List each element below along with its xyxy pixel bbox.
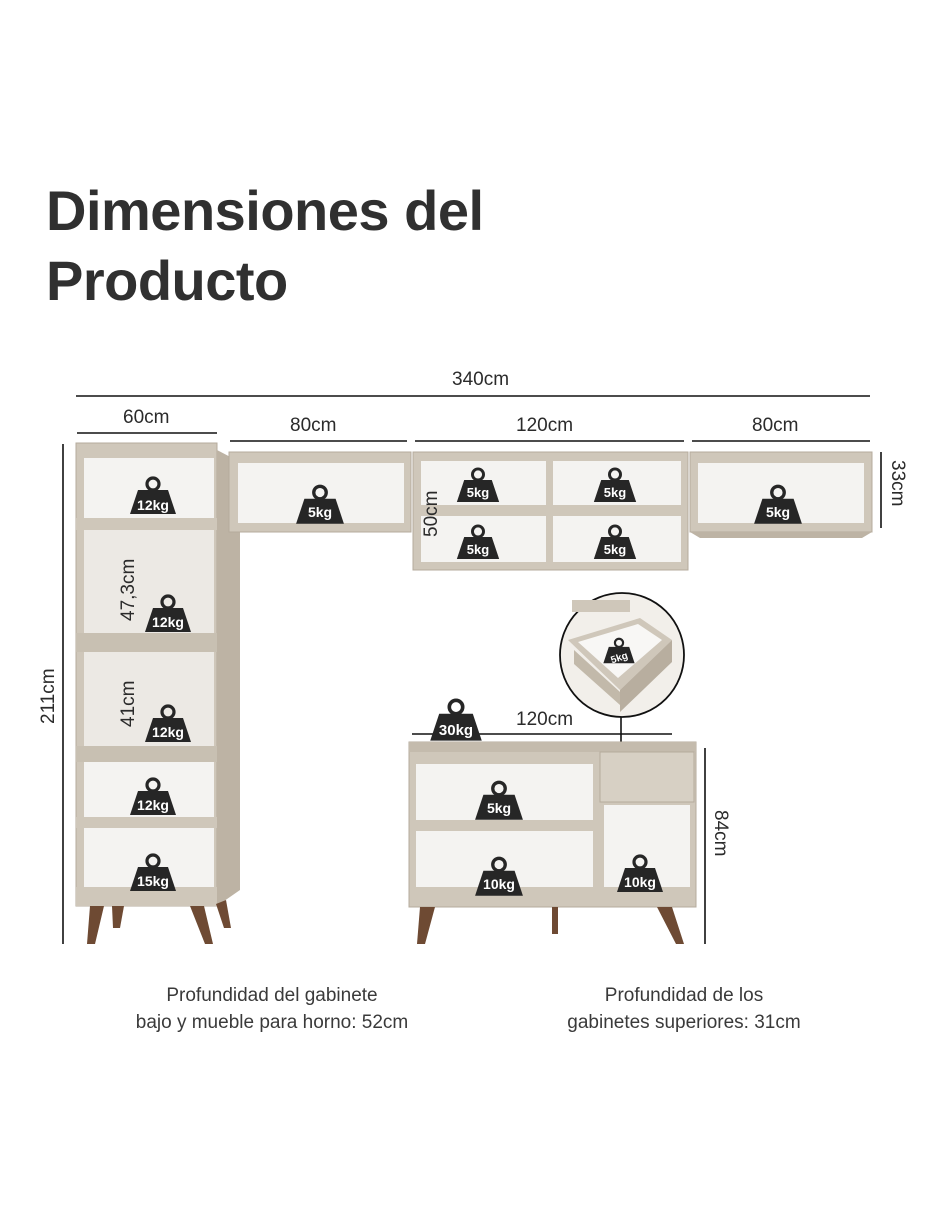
title-line-2: Producto xyxy=(46,249,288,312)
tower-niche-1-label: 47,3cm xyxy=(118,558,139,621)
weight-label: 12kg xyxy=(137,797,169,813)
upper-cab-2-width-label: 120cm xyxy=(516,415,574,436)
upper-depth-line-1: Profundidad de los xyxy=(604,985,764,1006)
weight-label: 15kg xyxy=(137,873,169,889)
upper-cab-3-width-label: 80cm xyxy=(752,415,799,436)
weight-label: 5kg xyxy=(604,542,626,557)
upper-depth-note: Profundidad de los gabinetes superiores:… xyxy=(530,982,838,1036)
tower-width-label: 60cm xyxy=(123,407,170,428)
base-depth-line-2: bajo y mueble para horno: 52cm xyxy=(135,1012,409,1033)
total-height-label: 211cm xyxy=(38,668,59,724)
base-cabinet xyxy=(408,741,697,944)
upper-cab-1-width-label: 80cm xyxy=(290,415,337,436)
weight-label: 10kg xyxy=(624,874,656,890)
upper-height-label: 33cm xyxy=(887,460,908,507)
weight-label: 12kg xyxy=(152,724,184,740)
weight-label: 5kg xyxy=(604,485,626,500)
upper-cabinet-80-right xyxy=(689,451,873,538)
weight-label: 5kg xyxy=(467,485,489,500)
weight-label: 10kg xyxy=(483,876,515,892)
base-cab-height-label: 84cm xyxy=(710,810,731,857)
page-title: Dimensiones del Producto xyxy=(46,176,484,316)
weight-label: 30kg xyxy=(439,722,473,739)
base-depth-line-1: Profundidad del gabinete xyxy=(166,985,378,1006)
upper-depth-line-2: gabinetes superiores: 31cm xyxy=(567,1012,801,1033)
weight-label: 12kg xyxy=(137,497,169,513)
title-line-1: Dimensiones del xyxy=(46,179,484,242)
base-depth-note: Profundidad del gabinete bajo y mueble p… xyxy=(100,982,444,1036)
weight-label: 5kg xyxy=(308,504,332,520)
weight-label: 5kg xyxy=(467,542,489,557)
upper-cabinet-120 xyxy=(412,451,689,571)
weight-labels: 12kg 12kg 12kg 12kg 15kg 5kg 5kg 5kg 5kg… xyxy=(137,485,790,892)
tower-niche-2-label: 41cm xyxy=(118,680,139,727)
upper-cab-2-height-label: 50cm xyxy=(421,490,442,537)
weight-label: 5kg xyxy=(766,504,790,520)
base-cab-width-label: 120cm xyxy=(516,709,574,730)
total-width-label: 340cm xyxy=(452,369,510,390)
weight-label: 5kg xyxy=(610,651,630,667)
weight-label: 5kg xyxy=(487,800,511,816)
weight-label: 12kg xyxy=(152,614,184,630)
